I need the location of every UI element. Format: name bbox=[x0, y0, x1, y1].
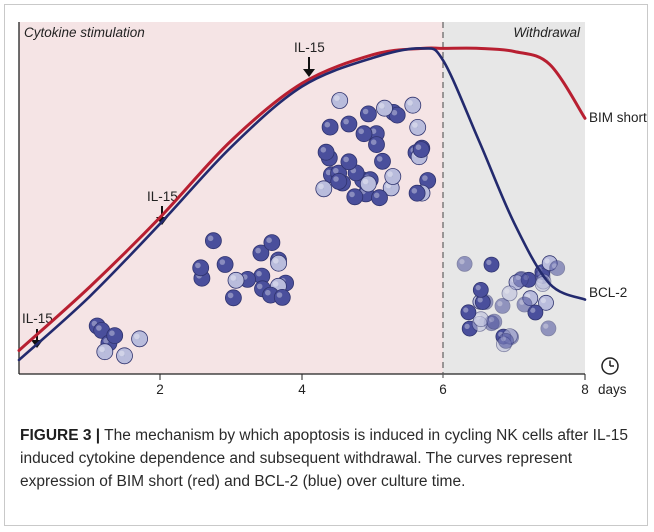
nk-cell bbox=[227, 271, 245, 289]
nk-cell bbox=[483, 256, 500, 273]
nk-cell bbox=[330, 172, 348, 190]
il15-marker-3: IL-15 bbox=[294, 40, 325, 77]
expression-curves bbox=[17, 46, 587, 362]
nk-cell bbox=[486, 313, 503, 330]
nk-cell bbox=[340, 153, 358, 171]
nk-cell bbox=[494, 297, 511, 314]
nk-cell bbox=[374, 152, 391, 170]
nk-cell bbox=[368, 136, 385, 154]
withdrawal-label: Withdrawal bbox=[513, 25, 581, 40]
nk-cell bbox=[359, 175, 377, 193]
nk-cell bbox=[474, 294, 491, 311]
nk-cell bbox=[538, 294, 554, 311]
caption-text: The mechanism by which apoptosis is indu… bbox=[20, 427, 628, 490]
curve-label-bim: BIM short bbox=[589, 110, 647, 125]
nk-cell bbox=[388, 106, 406, 124]
nk-cell bbox=[96, 343, 114, 361]
nk-cell bbox=[412, 141, 430, 159]
nk-cell bbox=[355, 125, 373, 143]
nk-cell bbox=[116, 347, 133, 365]
x-tick-label: 2 bbox=[156, 382, 164, 397]
nk-cell bbox=[359, 105, 377, 123]
nk-cell bbox=[252, 244, 270, 262]
svg-text:IL-15: IL-15 bbox=[147, 189, 178, 204]
nk-cell bbox=[472, 281, 489, 298]
nk-cell bbox=[456, 255, 473, 272]
nk-cell bbox=[540, 320, 557, 337]
x-tick-label: 4 bbox=[298, 382, 306, 397]
x-axis-unit: days bbox=[598, 382, 627, 397]
withdrawal-region bbox=[443, 22, 585, 374]
nk-cell bbox=[131, 330, 149, 348]
nk-cell bbox=[216, 256, 234, 273]
nk-cell bbox=[527, 304, 544, 321]
clock-icon bbox=[601, 357, 619, 375]
nk-cell bbox=[512, 271, 529, 288]
svg-text:IL-15: IL-15 bbox=[294, 40, 325, 55]
nk-cell bbox=[404, 96, 422, 114]
curve-label-bcl2: BCL-2 bbox=[589, 285, 627, 300]
nk-cell bbox=[460, 304, 477, 321]
nk-cell bbox=[204, 232, 222, 250]
figure-caption: FIGURE 3 | The mechanism by which apopto… bbox=[20, 424, 640, 493]
nk-cell-clusters bbox=[88, 92, 566, 365]
nk-cell bbox=[317, 143, 335, 161]
nk-cell bbox=[371, 189, 388, 207]
nk-cell bbox=[263, 234, 281, 252]
nk-cell bbox=[331, 92, 349, 109]
svg-text:IL-15: IL-15 bbox=[22, 311, 53, 326]
bcl2-curve bbox=[17, 47, 587, 362]
caption-label: FIGURE 3 | bbox=[20, 427, 101, 444]
nk-cell bbox=[501, 285, 518, 302]
nk-cell bbox=[408, 184, 426, 202]
nk-cell bbox=[192, 259, 210, 277]
nk-cell bbox=[224, 289, 242, 307]
nk-cell bbox=[376, 99, 393, 117]
nk-cell bbox=[321, 118, 339, 136]
nk-cell bbox=[106, 327, 124, 345]
nk-cell bbox=[549, 260, 566, 277]
nk-cell bbox=[498, 332, 514, 349]
nk-cell bbox=[346, 188, 364, 206]
nk-cell bbox=[340, 115, 358, 133]
stimulation-label: Cytokine stimulation bbox=[24, 25, 145, 40]
nk-cell bbox=[516, 296, 533, 313]
nk-cell bbox=[472, 311, 489, 328]
x-tick-label: 6 bbox=[439, 382, 447, 397]
x-tick-label: 8 bbox=[581, 382, 589, 397]
nk-cell bbox=[419, 172, 437, 189]
nk-cell bbox=[315, 180, 333, 198]
bim-short-curve bbox=[17, 46, 587, 352]
nk-cell bbox=[273, 288, 291, 306]
nk-cell bbox=[409, 119, 427, 136]
nk-cell bbox=[270, 254, 288, 272]
figure-diagram: Cytokine stimulation Withdrawal 2 4 6 8 … bbox=[17, 22, 647, 397]
nk-cell bbox=[384, 168, 402, 185]
